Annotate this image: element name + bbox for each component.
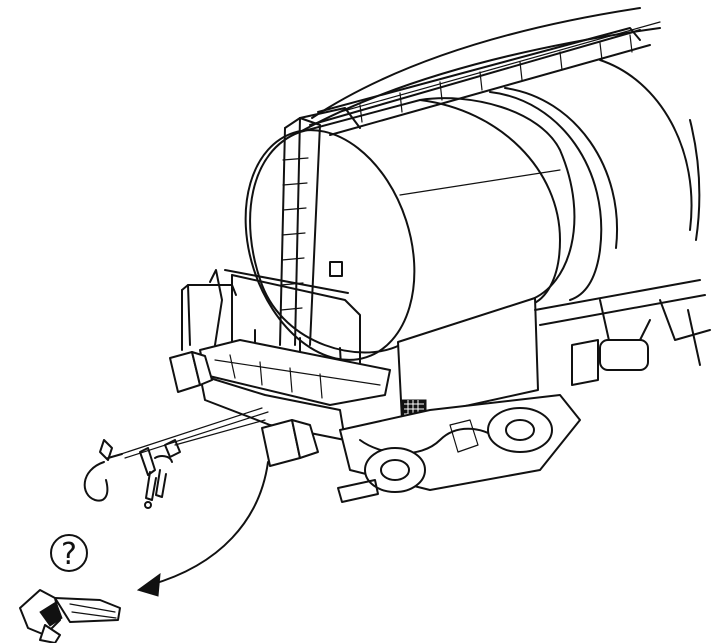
side-sign-panel: [397, 297, 539, 421]
question-mark-text: ?: [61, 537, 77, 572]
top-walkway-railing: [299, 21, 661, 136]
right-buffer: [261, 419, 319, 467]
wheel-rear: [487, 407, 553, 453]
tank-body: [244, 7, 701, 361]
removed-coupler-head: [19, 589, 121, 643]
hose-coupling: [83, 439, 123, 502]
brake-cylinder: [599, 339, 649, 371]
wheel-front: [364, 447, 426, 493]
bogie: [337, 394, 581, 503]
tank-label-plate: [329, 261, 343, 277]
question-mark-icon: ?: [50, 534, 88, 572]
removal-arrow: [136, 461, 269, 597]
screw-coupling: [139, 439, 181, 509]
underframe: [534, 279, 711, 386]
left-buffer: [169, 351, 213, 393]
ladder: [279, 117, 321, 346]
